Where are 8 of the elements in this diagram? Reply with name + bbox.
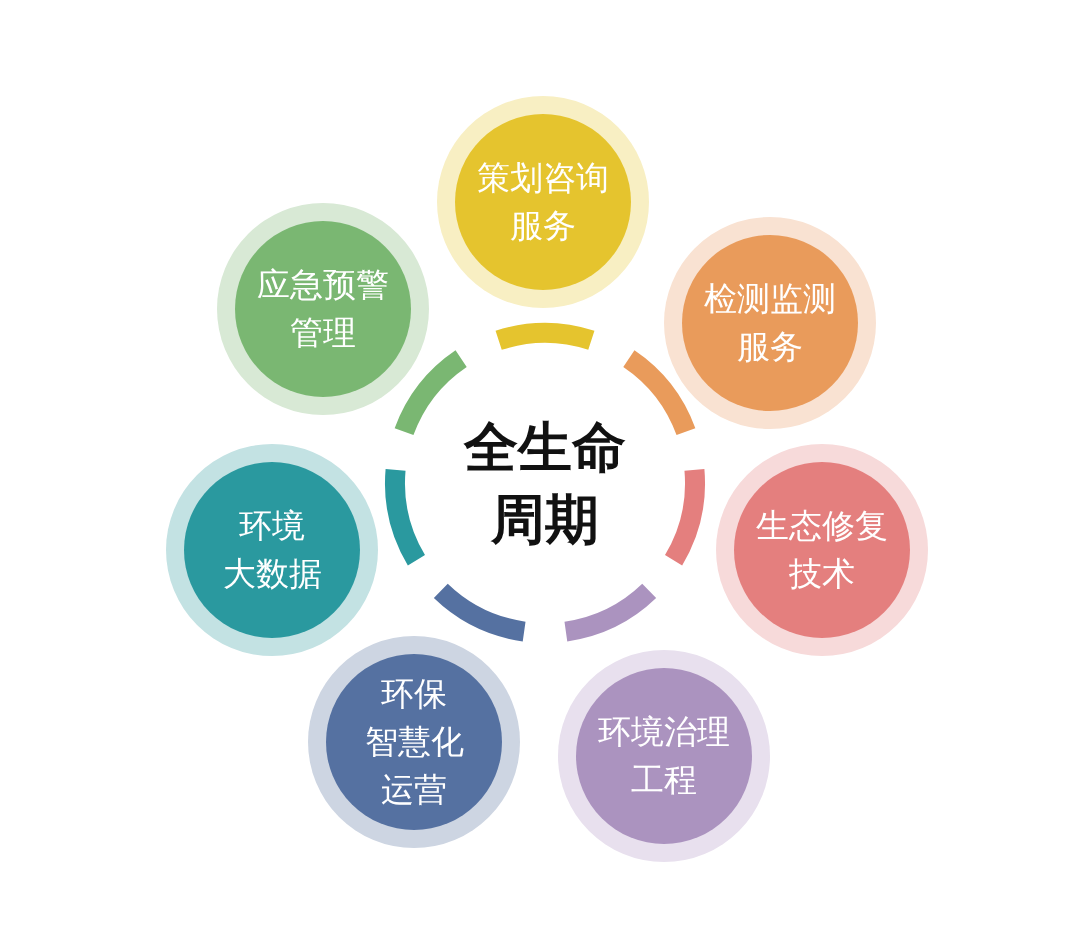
circle-label: 检测监测服务 bbox=[704, 278, 836, 368]
center-title: 全生命周期 bbox=[464, 414, 626, 553]
circle-label: 应急预警管理 bbox=[257, 264, 389, 354]
circle-label: 环境大数据 bbox=[222, 505, 322, 595]
circle-label: 策划咨询服务 bbox=[477, 157, 609, 247]
circle-label: 环保智慧化运营 bbox=[364, 673, 464, 811]
circle-label: 生态修复技术 bbox=[756, 505, 888, 595]
circle-label: 环境治理工程 bbox=[598, 711, 730, 801]
